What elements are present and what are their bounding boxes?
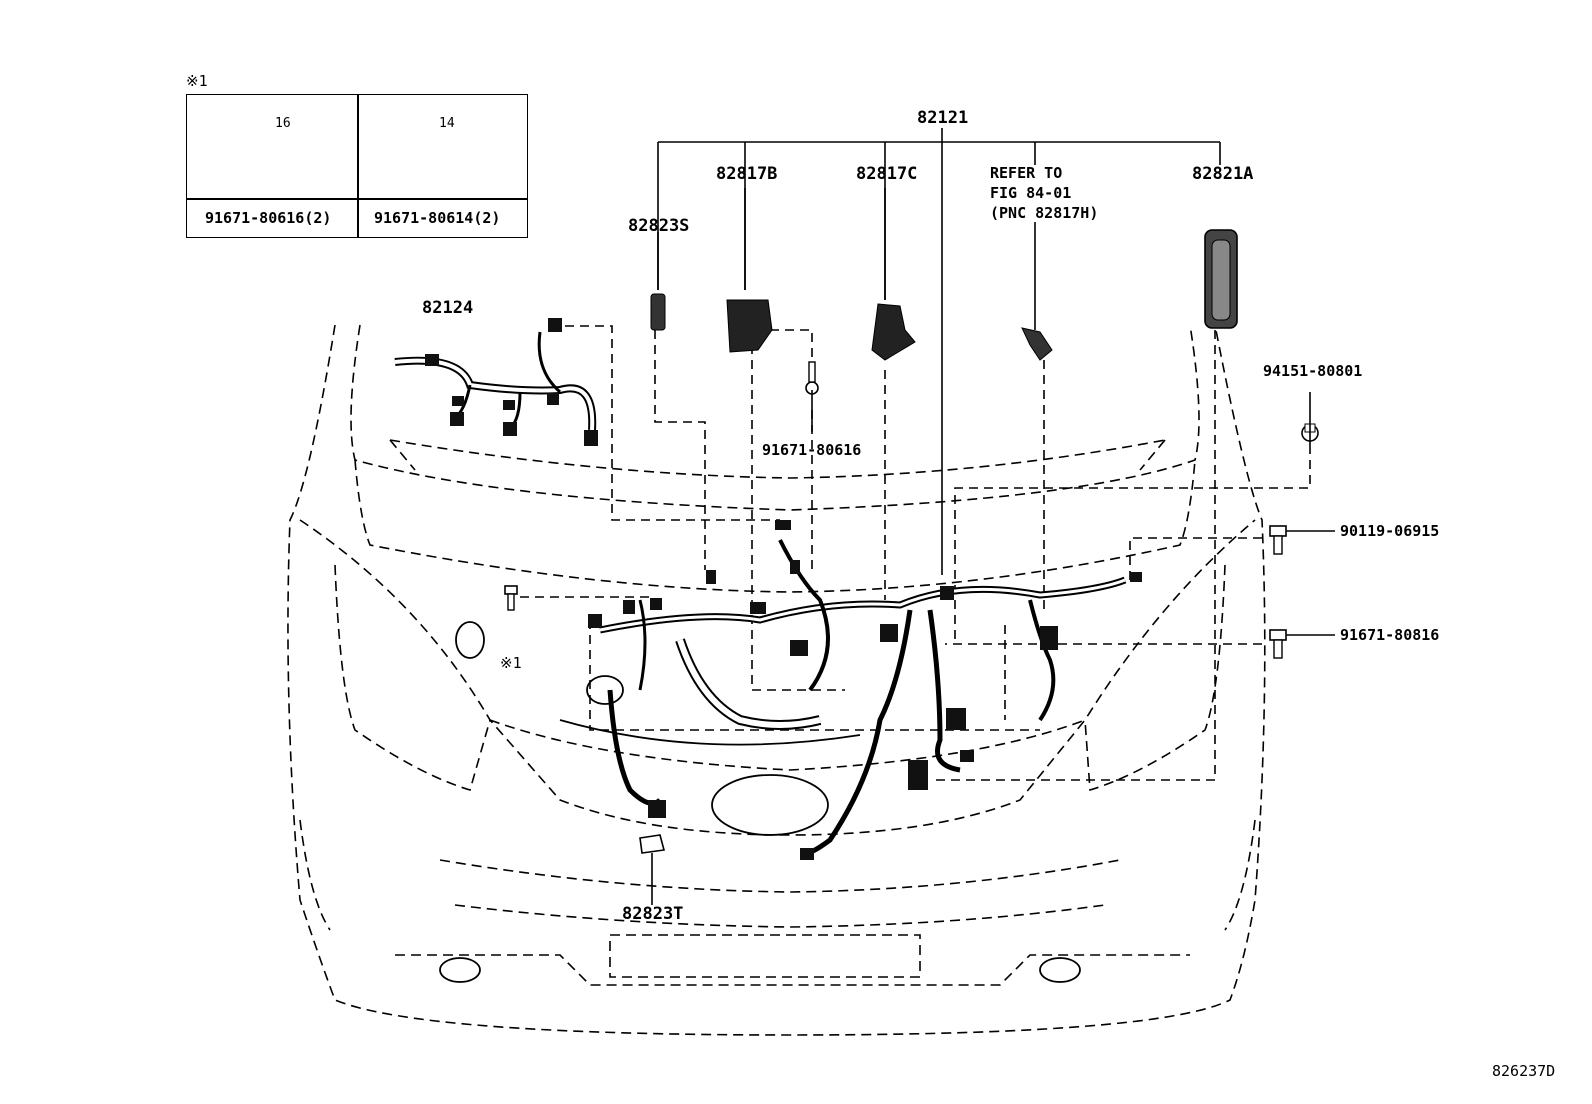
part-82817b — [726, 299, 773, 353]
label-82823s: 82823S — [628, 216, 690, 236]
inset-divider-vertical — [357, 95, 359, 237]
body-details — [439, 621, 1081, 983]
inset-dim-14: 14 — [439, 116, 455, 131]
label-82121: 82121 — [917, 108, 969, 128]
part-82817c — [871, 303, 916, 361]
refer-line-3: (PNC 82817H) — [990, 204, 1099, 222]
part-82823s — [650, 293, 666, 331]
label-note-ref: ※1 — [500, 654, 522, 672]
label-82817b: 82817B — [716, 164, 778, 184]
inset-dim-16: 16 — [275, 116, 291, 131]
vehicle-body — [287, 324, 1266, 1036]
label-91671-80616: 91671-80616 — [762, 441, 862, 459]
label-91671-80816: 91671-80816 — [1340, 626, 1440, 644]
wiring-harness — [599, 539, 1127, 858]
main-harness-leader — [657, 128, 1221, 575]
harness-82124 — [394, 318, 598, 446]
inset-note-mark: ※1 — [186, 72, 208, 90]
refer-line-1: REFER TO — [990, 164, 1063, 182]
diagram-id: 826237D — [1492, 1062, 1556, 1080]
label-82823t: 82823T — [622, 904, 684, 924]
inset-part-91671-80614: 91671-80614(2) — [374, 209, 501, 227]
harness-connectors — [588, 520, 1142, 860]
label-90119-06915: 90119-06915 — [1340, 522, 1440, 540]
bolt-note-1 — [504, 585, 518, 611]
label-82124: 82124 — [422, 298, 474, 318]
bolt-90119-06915 — [1269, 525, 1287, 555]
part-82817h — [1021, 327, 1053, 361]
label-82817c: 82817C — [856, 164, 918, 184]
inset-part-91671-80616: 91671-80616(2) — [205, 209, 332, 227]
part-82821a-cover — [1204, 229, 1238, 329]
refer-line-2: FIG 84-01 — [990, 184, 1072, 202]
part-82823t — [639, 834, 666, 905]
label-82821a: 82821A — [1192, 164, 1254, 184]
label-94151-80801: 94151-80801 — [1263, 362, 1363, 380]
inset-divider-horizontal — [187, 198, 527, 200]
bolt-91671-80616 — [805, 361, 819, 395]
dashed-leaders — [520, 325, 1311, 781]
bolt-91671-80816 — [1269, 629, 1287, 659]
inset-table: 16 14 91671-80616(2) 91671-80614(2) — [186, 94, 528, 238]
